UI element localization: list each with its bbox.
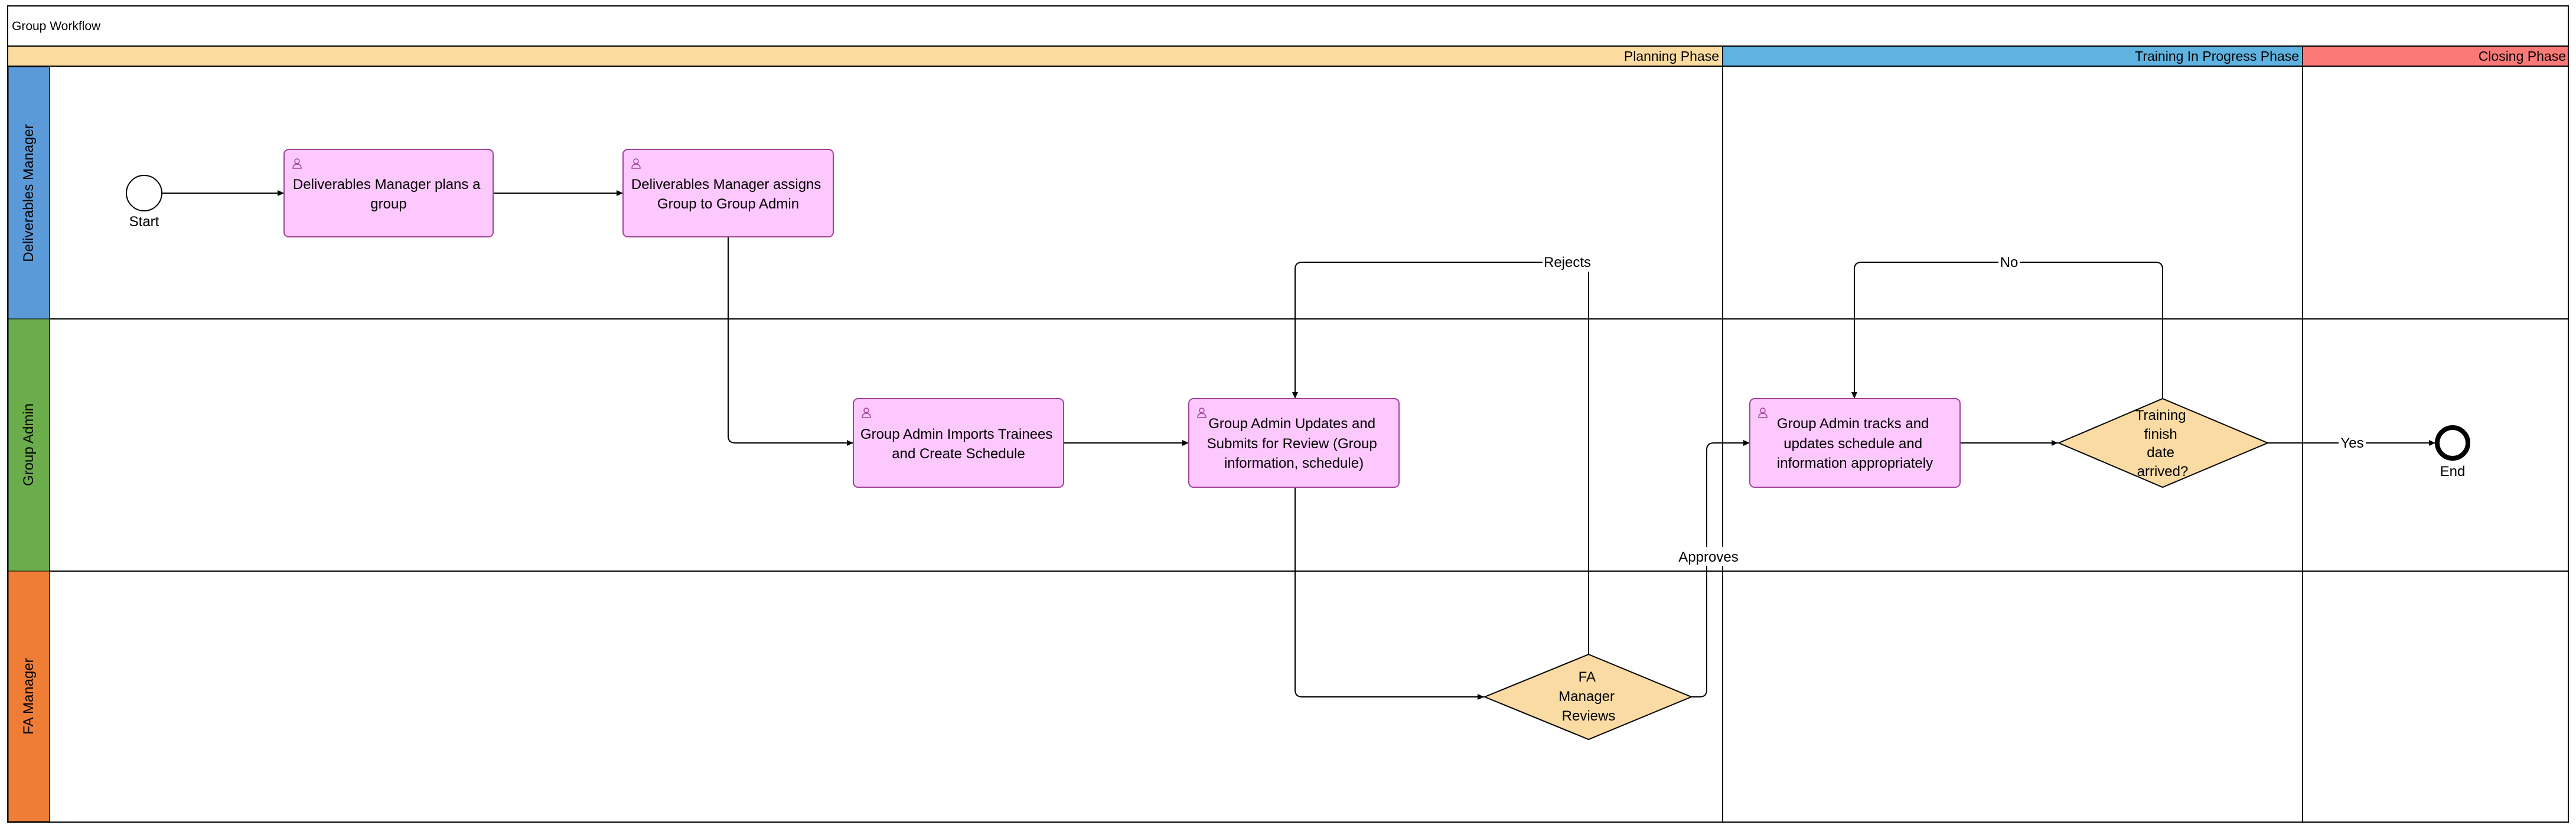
flow-assign-to-import [728, 237, 853, 446]
task-line: Group Admin Updates and [1208, 416, 1375, 432]
label-bg-approves [1676, 547, 1740, 566]
user-icon [1758, 408, 1768, 418]
task-line: group [370, 196, 406, 212]
label-bg-rejects [1543, 253, 1592, 272]
task-update-submit-box[interactable] [1188, 398, 1400, 488]
user-icon [862, 408, 871, 418]
phase-label-planning: Planning Phase [1624, 48, 1719, 64]
task-import-trainees[interactable]: Group Admin Imports Trainees and Create … [853, 398, 1064, 488]
lane-header-group-admin [8, 318, 50, 572]
flow-label-approves: Approves [1678, 549, 1738, 565]
flow-review-rejects [1292, 262, 1589, 654]
user-icon [631, 158, 641, 169]
gateway-training-finish[interactable]: Training finish date arrived? [2057, 397, 2270, 488]
task-plan-group-text: Deliverables Manager plans a group [293, 177, 484, 212]
lane-label-fa-manager: FA Manager [21, 658, 37, 734]
task-line: and Create Schedule [892, 446, 1025, 462]
phase-bar-training [1722, 45, 2303, 67]
gateway-fa-review-text: FA Manager Reviews [1558, 669, 1618, 724]
start-event[interactable] [126, 175, 162, 211]
task-plan-group-box[interactable] [283, 149, 494, 237]
task-track-update-box[interactable] [1749, 398, 1961, 488]
task-line: Submits for Review (Group [1207, 436, 1377, 452]
lane-label-deliverables-manager: Deliverables Manager [21, 124, 37, 262]
task-assign-group-box[interactable] [622, 149, 834, 237]
gateway-line: Manager [1558, 689, 1615, 705]
task-plan-group[interactable]: Deliverables Manager plans a group [283, 149, 494, 237]
phase-bar-planning [7, 45, 1723, 67]
user-icon [292, 158, 302, 169]
gateway-fa-review[interactable]: FA Manager Reviews [1483, 653, 1693, 741]
gateway-line: FA [1579, 669, 1596, 685]
label-bg-no [1998, 253, 2020, 272]
gateway-line: arrived? [2137, 464, 2189, 480]
task-line: information appropriately [1777, 455, 1933, 471]
task-line: Deliverables Manager assigns [631, 177, 821, 193]
start-event-label: Start [129, 214, 159, 230]
end-event-label: End [2440, 464, 2466, 480]
flow-label-rejects: Rejects [1544, 255, 1591, 270]
label-bg-yes [2339, 433, 2366, 452]
gateway-training-finish-text: Training finish date arrived? [2135, 408, 2190, 480]
task-track-update[interactable]: Group Admin tracks and updates schedule … [1749, 398, 1961, 488]
flow-label-no: No [2000, 255, 2019, 270]
task-line: Group Admin tracks and [1777, 416, 1929, 432]
task-update-submit[interactable]: Group Admin Updates and Submits for Revi… [1188, 398, 1400, 488]
task-assign-group-text: Deliverables Manager assigns Group to Gr… [631, 177, 825, 212]
task-line: Deliverables Manager plans a [293, 177, 481, 193]
flow-review-approves [1691, 440, 1750, 697]
lane-header-deliverables-manager [8, 66, 50, 320]
lane-header-fa-manager [8, 571, 50, 822]
task-line: Group to Group Admin [657, 196, 799, 212]
task-line: updates schedule and [1783, 436, 1922, 452]
task-update-submit-text: Group Admin Updates and Submits for Revi… [1207, 416, 1381, 471]
gateway-line: Reviews [1562, 708, 1616, 724]
task-line: Group Admin Imports Trainees [860, 426, 1052, 442]
gateway-line: date [2147, 445, 2174, 461]
task-track-update-text: Group Admin tracks and updates schedule … [1777, 416, 1933, 471]
lane-label-group-admin: Group Admin [21, 403, 37, 486]
task-import-trainees-box[interactable] [853, 398, 1064, 488]
phase-label-closing: Closing Phase [2479, 48, 2566, 64]
diagram-title: Group Workflow [12, 19, 101, 33]
phase-bar-closing [2302, 45, 2569, 67]
flow-label-yes: Yes [2340, 435, 2363, 451]
task-line: information, schedule) [1224, 455, 1364, 471]
end-event[interactable] [2435, 425, 2470, 461]
gateway-line: Training [2135, 408, 2186, 423]
phase-label-training: Training In Progress Phase [2135, 48, 2299, 64]
task-import-trainees-text: Group Admin Imports Trainees and Create … [860, 426, 1057, 462]
gateway-fa-review-shape[interactable] [1483, 653, 1693, 741]
gateway-training-finish-shape[interactable] [2057, 397, 2270, 488]
flow-update-to-review [1294, 487, 1484, 700]
task-assign-group[interactable]: Deliverables Manager assigns Group to Gr… [622, 149, 834, 237]
user-icon [1197, 408, 1207, 418]
gateway-line: finish [2144, 426, 2177, 442]
